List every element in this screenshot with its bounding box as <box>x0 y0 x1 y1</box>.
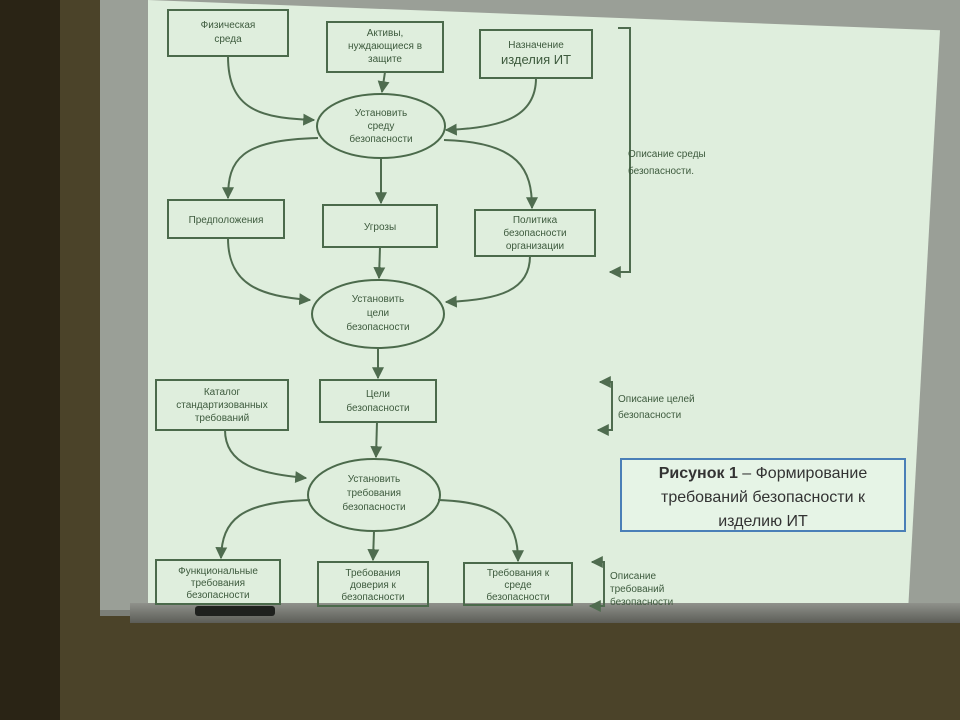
box-assets: Активы, нуждающиеся в защите <box>326 21 444 73</box>
box-assumptions: Предположения <box>167 199 285 239</box>
svg-text:Предположения: Предположения <box>189 215 264 226</box>
svg-text:Каталог: Каталог <box>204 387 241 398</box>
marker-pen <box>195 606 275 616</box>
svg-text:требования: требования <box>347 487 401 499</box>
bracket-requirements <box>588 556 605 612</box>
svg-text:среду: среду <box>368 121 395 132</box>
svg-text:Функциональные: Функциональные <box>178 566 258 577</box>
svg-text:Назначение: Назначение <box>508 40 564 51</box>
bracket-goals <box>596 376 613 436</box>
svg-text:Физическая: Физическая <box>201 20 256 31</box>
caption-title: Рисунок 1 <box>658 465 738 482</box>
caption-text-1: Формирование <box>755 465 868 482</box>
svg-text:доверия к: доверия к <box>350 580 396 591</box>
box-environment-requirements: Требования к среде безопасности <box>463 562 573 606</box>
box-trust-requirements: Требования доверия к безопасности <box>317 561 429 607</box>
svg-text:защите: защите <box>368 54 402 65</box>
svg-text:Требования: Требования <box>345 567 400 579</box>
svg-text:требования: требования <box>191 577 245 589</box>
svg-text:среда: среда <box>214 34 242 45</box>
box-security-goals: Цели безопасности <box>319 379 437 423</box>
svg-text:цели: цели <box>367 308 389 319</box>
svg-text:Угрозы: Угрозы <box>364 222 396 233</box>
svg-text:безопасности.: безопасности. <box>628 165 694 177</box>
svg-text:безопасности: безопасности <box>346 321 409 333</box>
node-set-requirements: Установить требования безопасности <box>307 458 441 532</box>
box-it-purpose: Назначение изделия ИТ <box>479 29 593 79</box>
box-threats: Угрозы <box>322 204 438 248</box>
label-environment-description: Описание среды безопасности. <box>628 149 706 177</box>
caption-line-3: изделию ИТ <box>718 513 808 530</box>
box-org-policy: Политика безопасности организации <box>474 209 596 257</box>
box-requirements-catalog: Каталог стандартизованных требований <box>155 379 289 431</box>
svg-text:безопасности: безопасности <box>341 591 404 603</box>
svg-text:безопасности: безопасности <box>486 591 549 603</box>
box-functional-requirements: Функциональные требования безопасности <box>155 559 281 605</box>
caption-dash: – <box>737 465 756 482</box>
node-set-environment: Установить среду безопасности <box>316 93 446 159</box>
svg-text:среде: среде <box>504 580 532 591</box>
svg-text:Политика: Политика <box>513 215 558 226</box>
svg-text:безопасности: безопасности <box>503 227 566 239</box>
svg-text:стандартизованных: стандартизованных <box>176 400 267 411</box>
svg-text:безопасности: безопасности <box>346 402 409 414</box>
svg-text:нуждающиеся в: нуждающиеся в <box>348 41 422 52</box>
svg-text:Описание: Описание <box>610 571 656 582</box>
svg-text:безопасности: безопасности <box>610 596 673 608</box>
svg-text:Установить: Установить <box>348 474 401 485</box>
svg-text:безопасности: безопасности <box>349 133 412 145</box>
node-set-goals: Установить цели безопасности <box>311 279 445 349</box>
marker-tray <box>130 603 960 623</box>
svg-text:безопасности: безопасности <box>618 409 681 421</box>
svg-text:Цели: Цели <box>366 389 390 400</box>
wall-left <box>0 0 60 720</box>
svg-text:Установить: Установить <box>355 108 408 119</box>
svg-text:изделия ИТ: изделия ИТ <box>501 52 571 67</box>
svg-text:Описание среды: Описание среды <box>628 149 706 160</box>
box-physical-environment: Физическая среда <box>167 9 289 57</box>
svg-text:требований: требований <box>195 412 249 424</box>
svg-text:требований: требований <box>610 583 664 595</box>
caption-line-1: Рисунок 1 – Формирование <box>622 462 904 486</box>
svg-text:Установить: Установить <box>352 294 405 305</box>
svg-text:безопасности: безопасности <box>342 501 405 513</box>
flow-arrows <box>215 55 538 563</box>
label-requirements-description: Описание требований безопасности <box>610 571 673 608</box>
svg-text:организации: организации <box>506 241 564 252</box>
svg-text:безопасности: безопасности <box>186 589 249 601</box>
svg-text:Активы,: Активы, <box>367 28 404 39</box>
caption-line-2: требований безопасности к <box>661 489 865 506</box>
bracket-environment <box>608 27 631 278</box>
label-goals-description: Описание целей безопасности <box>618 394 695 421</box>
figure-caption: Рисунок 1 – Формирование требований безо… <box>620 458 906 532</box>
svg-text:Описание целей: Описание целей <box>618 394 695 405</box>
svg-text:Требования к: Требования к <box>487 567 550 579</box>
